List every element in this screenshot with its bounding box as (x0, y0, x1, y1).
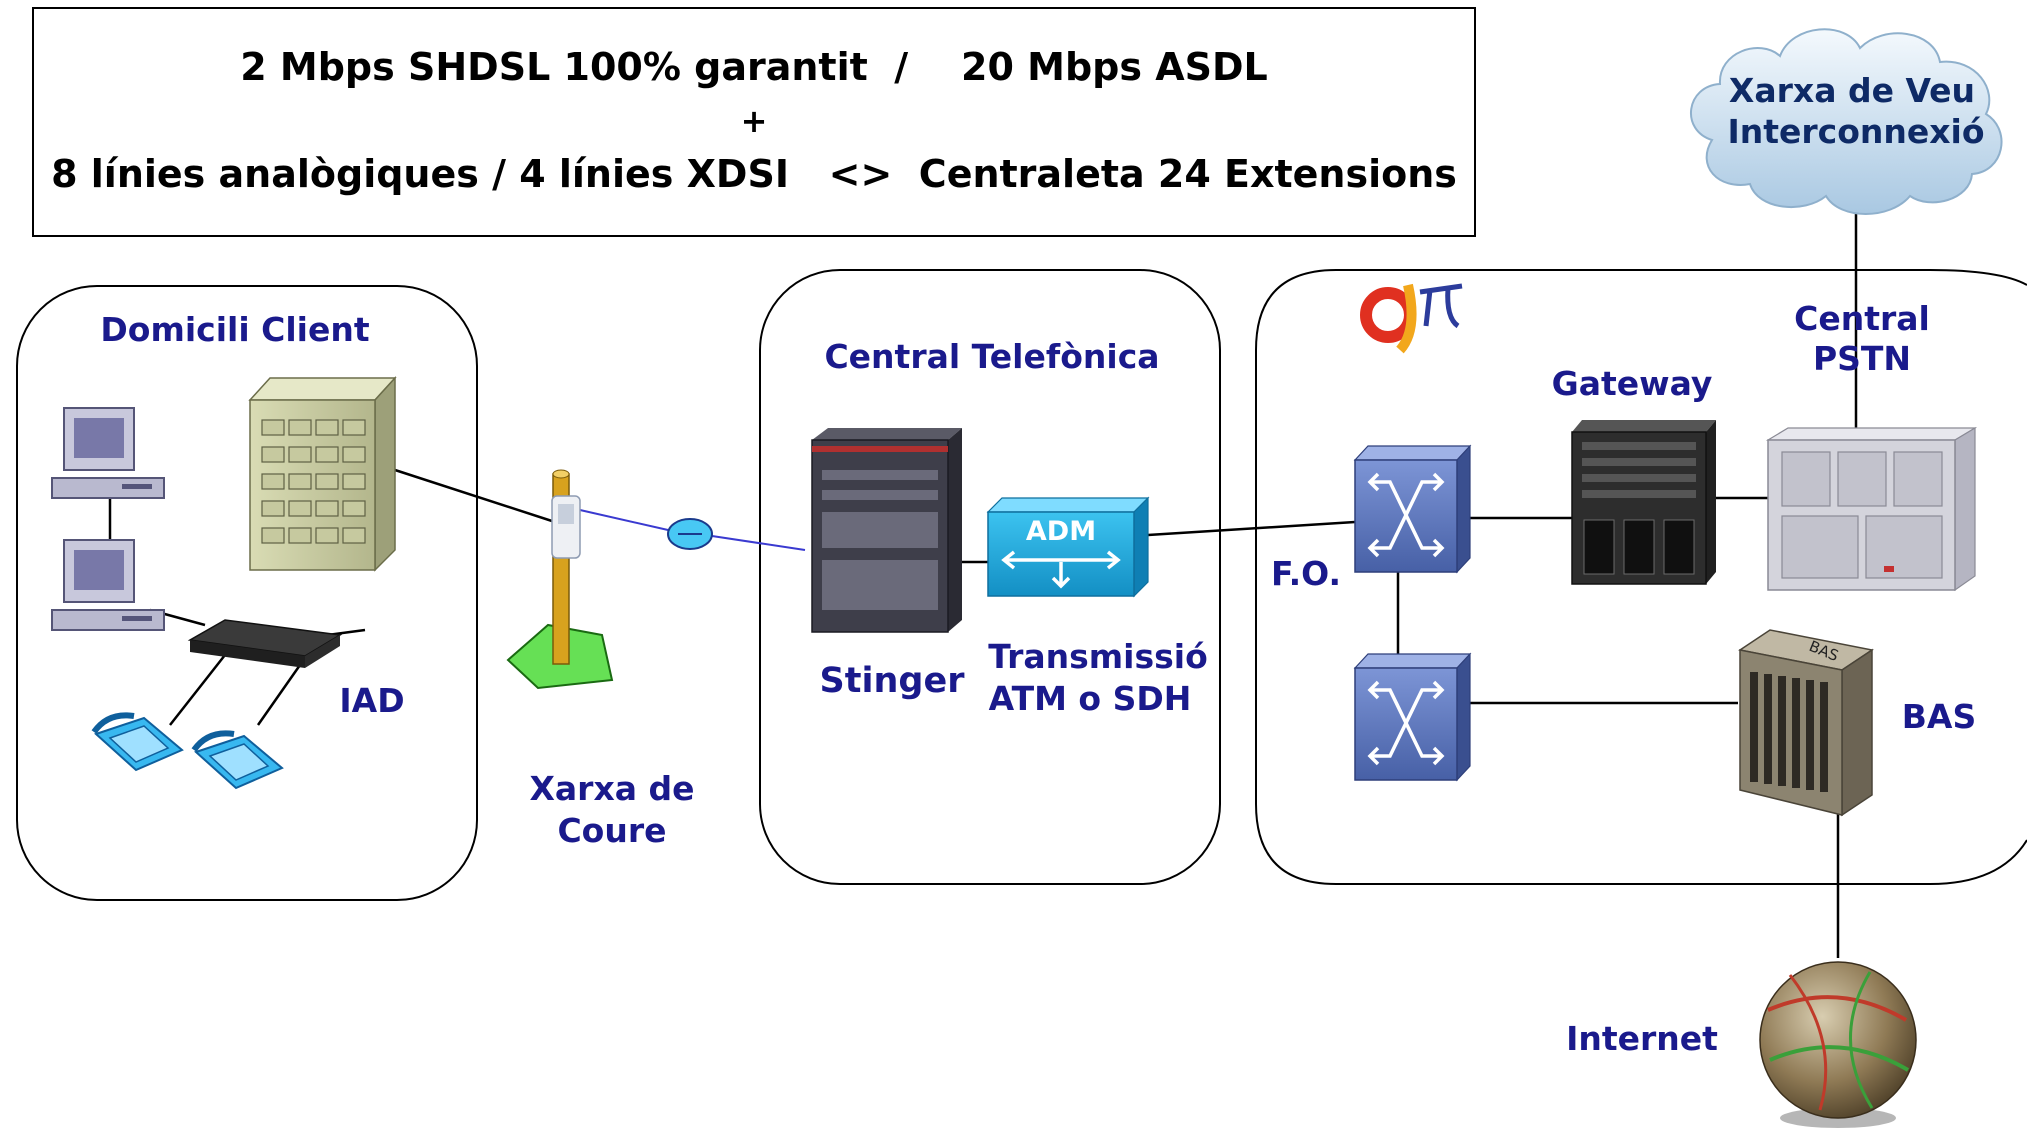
pole-icon (506, 469, 614, 690)
computer-icon (51, 539, 165, 631)
operator-logo-icon (1360, 283, 1463, 354)
gateway-label: Gateway (1552, 364, 1713, 403)
bas-server-icon: BAS (1738, 629, 1874, 817)
telephone-icon (91, 712, 184, 772)
server-cabinet-icon (248, 376, 397, 572)
pstn-switch-icon (1765, 426, 1978, 592)
header-line-1: 2 Mbps SHDSL 100% garantit / 20 Mbps ASD… (240, 45, 1267, 89)
header-plus: + (741, 102, 768, 140)
central-zone (759, 269, 1221, 885)
telephone-icon (191, 730, 284, 790)
central-zone-title: Central Telefònica (824, 337, 1159, 376)
computer-icon (51, 407, 165, 499)
client-zone (16, 285, 478, 901)
stinger-label: Stinger (820, 661, 966, 701)
transmission-label-line-2: ATM o SDH (989, 679, 1192, 718)
copper-label-line-1: Xarxa de (529, 769, 694, 808)
transmission-label-line-1: Transmissió (988, 637, 1208, 676)
cloud-label-line-2: Interconnexió (1727, 112, 1984, 151)
stinger-dslam-icon (811, 428, 962, 633)
internet-label: Internet (1566, 1019, 1718, 1058)
copper-label-line-2: Coure (557, 811, 666, 850)
central-pstn-label-line-2: PSTN (1813, 339, 1911, 378)
splice-icon (667, 518, 713, 550)
adm-multiplexer-icon: ADM (986, 496, 1150, 598)
cloud-icon (1689, 28, 2003, 215)
fo-label: F.O. (1271, 554, 1341, 593)
cloud-label-line-1: Xarxa de Veu (1729, 71, 1975, 110)
copper-line (579, 509, 806, 551)
client-zone-title: Domicili Client (100, 310, 369, 349)
switch-icon (1353, 652, 1472, 782)
iad-label: IAD (339, 681, 404, 720)
central-pstn-label-line-1: Central (1794, 299, 1930, 338)
iad-router-icon (187, 619, 343, 668)
switch-icon (1353, 444, 1472, 574)
operator-zone (1255, 269, 2027, 885)
adm-label: ADM (1026, 516, 1096, 547)
header-box: 2 Mbps SHDSL 100% garantit / 20 Mbps ASD… (32, 7, 1476, 237)
gateway-rack-icon (1571, 420, 1716, 585)
bas-label: BAS (1902, 697, 1976, 736)
globe-icon (1759, 961, 1917, 1128)
header-line-2: 8 línies analògiques / 4 línies XDSI <> … (51, 152, 1457, 196)
